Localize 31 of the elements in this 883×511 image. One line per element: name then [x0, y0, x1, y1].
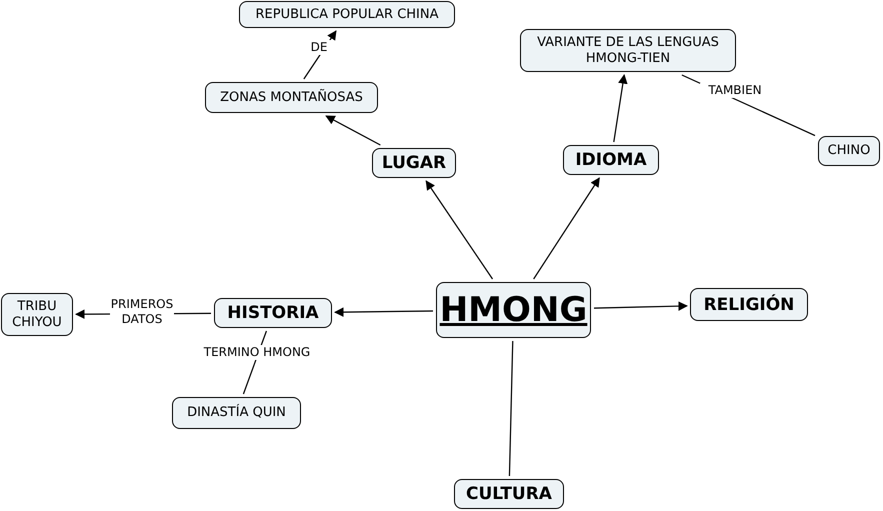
connector-line: [508, 340, 514, 476]
concept-text: ZONAS MONTAÑOSAS: [220, 90, 363, 106]
concept-box: [205, 82, 378, 113]
concept-box: [563, 145, 659, 175]
arrow: [533, 177, 600, 280]
concept-box: [690, 288, 808, 321]
concept-text: IDIOMA: [575, 150, 647, 170]
concept-box: [214, 298, 332, 328]
arrow: [594, 301, 688, 311]
concept-text: DINASTÍA QUIN: [187, 405, 286, 421]
concept-box: [818, 136, 880, 166]
concept-text: CHINO: [828, 143, 870, 159]
concept-text: RELIGIÓN: [704, 294, 794, 314]
concept-text: HISTORIA: [227, 303, 319, 323]
arrow: [426, 180, 494, 280]
arrow: [325, 115, 381, 146]
arrow: [613, 74, 628, 142]
concept-box: [1, 293, 73, 336]
concept-text: VARIANTE DE LAS LENGUAS HMONG-TIEN: [536, 34, 720, 66]
concept-text: LUGAR: [382, 153, 446, 173]
concept-box: [520, 29, 736, 72]
concept-text: CULTURA: [466, 484, 552, 504]
concept-text: HMONG: [440, 291, 588, 329]
concept-box: [454, 479, 564, 509]
concept-box: [239, 1, 455, 28]
concept-text: TRIBU CHIYOU: [11, 298, 63, 330]
concept-box: [172, 397, 301, 429]
arrow: [334, 307, 433, 317]
concept-box: [372, 148, 456, 178]
concept-box: [436, 282, 591, 338]
concept-text: REPUBLICA POPULAR CHINA: [255, 6, 439, 22]
